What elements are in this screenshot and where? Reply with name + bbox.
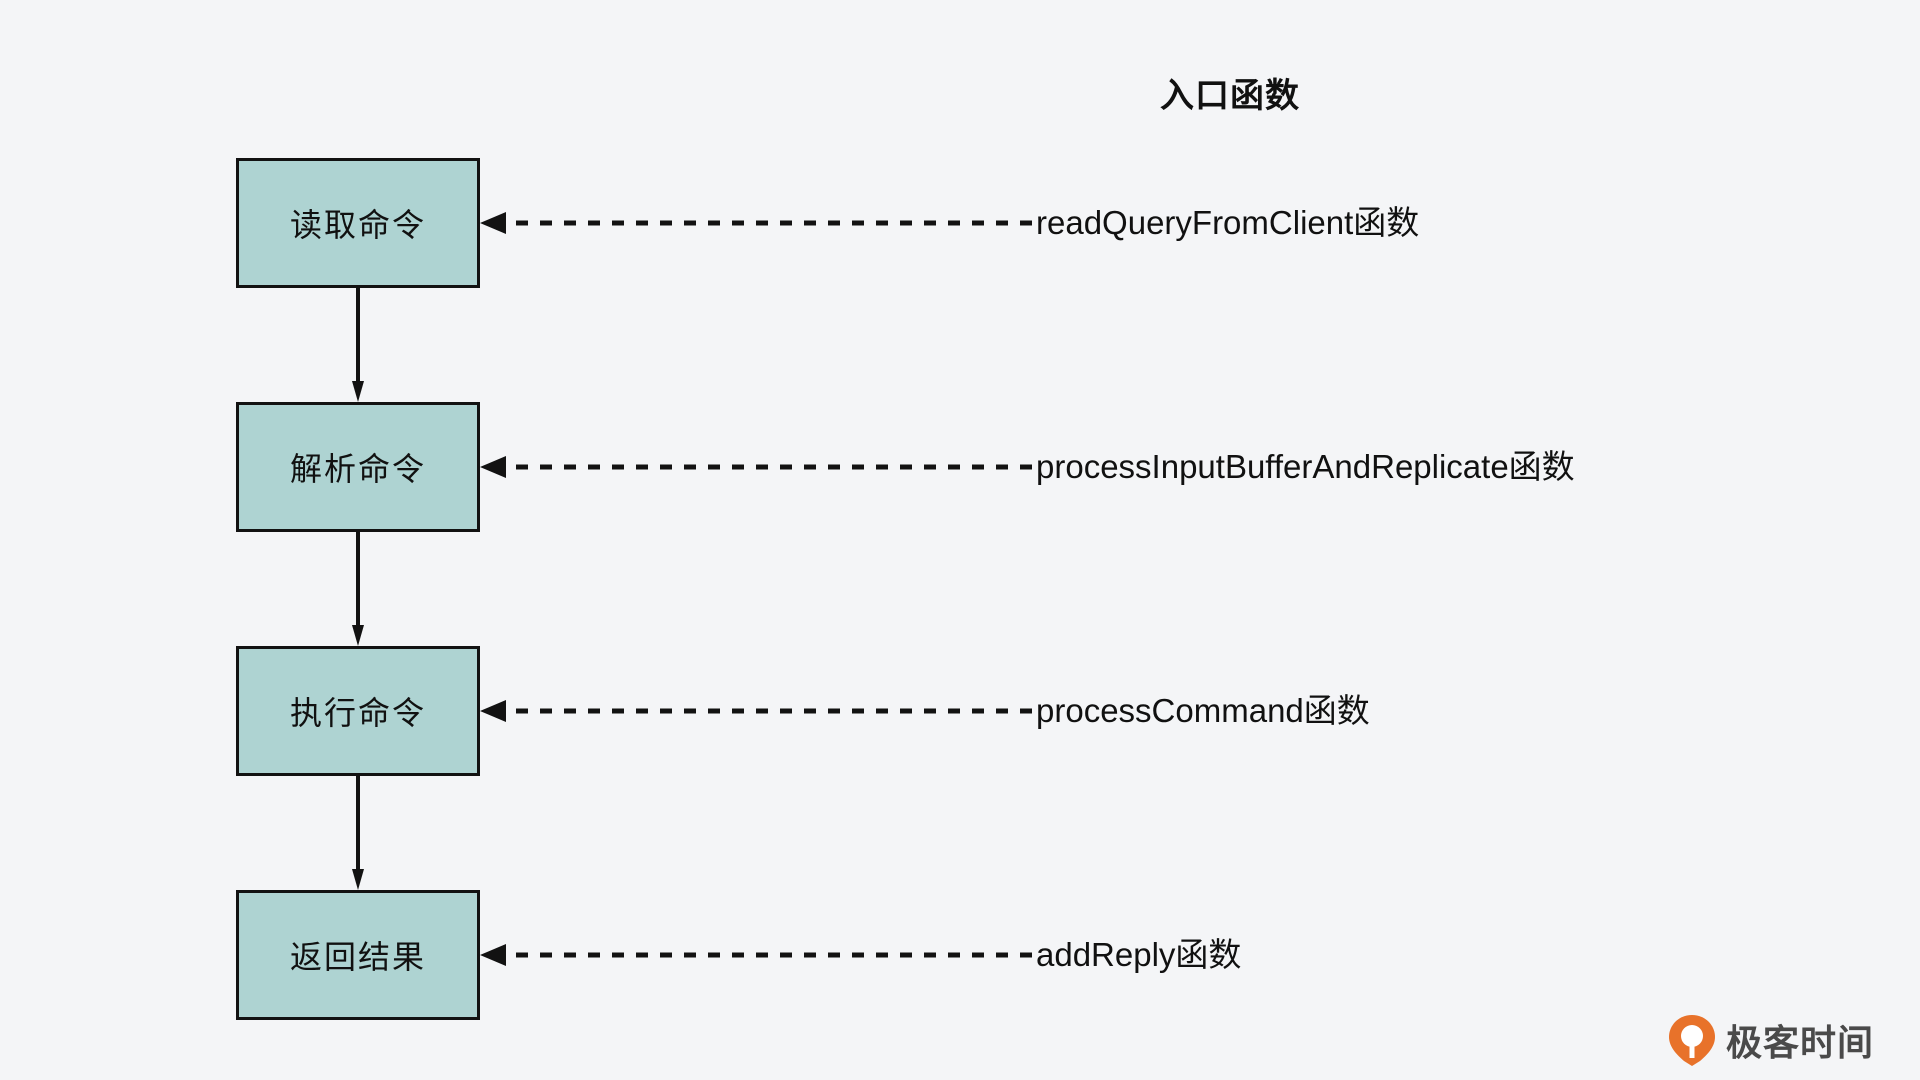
page-title: 入口函数 bbox=[1160, 77, 1300, 115]
flow-step-box[interactable]: 解析命令 bbox=[236, 402, 480, 532]
flow-step-label: 执行命令 bbox=[289, 695, 426, 731]
step-connector-arrow-down bbox=[352, 776, 364, 890]
annotation-connector-arrow-left bbox=[480, 212, 1032, 234]
annotation-connector-arrow-left bbox=[480, 700, 1032, 722]
step-connector-arrow-down bbox=[352, 532, 364, 646]
watermark-text: 极客时间 bbox=[1726, 1022, 1875, 1063]
flow-step-box[interactable]: 执行命令 bbox=[236, 646, 480, 776]
flow-step-box[interactable]: 读取命令 bbox=[236, 158, 480, 288]
watermark: 极客时间 bbox=[1668, 1014, 1874, 1066]
flow-step-box[interactable]: 返回结果 bbox=[236, 890, 480, 1020]
flow-step-label: 返回结果 bbox=[289, 939, 426, 975]
annotation-label: readQueryFromClient函数 bbox=[1036, 204, 1420, 241]
annotation-connector-arrow-left bbox=[480, 456, 1032, 478]
step-connector-arrow-down bbox=[352, 288, 364, 402]
annotation-label: processInputBufferAndReplicate函数 bbox=[1036, 448, 1575, 485]
annotation-label: addReply函数 bbox=[1036, 936, 1242, 973]
geektime-logo-icon bbox=[1669, 1015, 1715, 1066]
flow-step-label: 读取命令 bbox=[289, 207, 426, 243]
annotation-connector-arrow-left bbox=[480, 944, 1032, 966]
flow-step-label: 解析命令 bbox=[289, 451, 426, 487]
annotation-label: processCommand函数 bbox=[1036, 692, 1370, 729]
